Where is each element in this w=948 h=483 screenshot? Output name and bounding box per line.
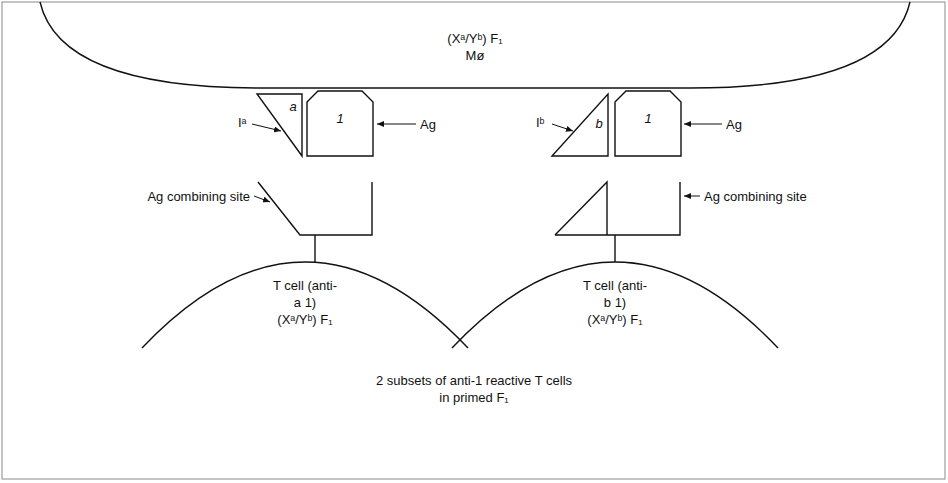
leader-arrow [684, 196, 700, 197]
tcr-combining-site [555, 182, 607, 235]
ia-molecule-outline [256, 93, 304, 158]
antigen-label: Ag [726, 116, 742, 133]
macrophage-cell: (Xᵃ/Yᵇ) F₁Mø [36, 0, 914, 92]
leader-arrow [684, 124, 722, 125]
allele-letter: a [285, 98, 301, 115]
leader-arrow [254, 196, 270, 202]
antigen-label: Ag [420, 116, 436, 133]
receptor-stalk [314, 235, 315, 262]
site-label: Ag combining site [704, 188, 807, 205]
node-text-group: 1 [306, 110, 374, 127]
tcr-combining-site [258, 182, 372, 235]
t-cell-specificity: T cell (anti-b 1) [582, 277, 648, 311]
node-text-group: T cell (anti-b 1)(Xᵃ/Yᵇ) F₁ [565, 277, 665, 328]
molecule-label: Iᵃ [238, 114, 246, 131]
antigen-fragment: 1 [614, 90, 682, 157]
antigen-number: 1 [614, 110, 682, 127]
antigen-fragment: 1 [306, 90, 374, 157]
node-text-group: 1 [614, 110, 682, 127]
t-cell: T cell (anti-a 1)(Xᵃ/Yᵇ) F₁ [140, 260, 470, 352]
site-label: Ag combining site [140, 188, 250, 205]
ib-molecule-shape [552, 94, 608, 156]
node-text-group: T cell (anti-a 1)(Xᵃ/Yᵇ) F₁ [255, 277, 355, 328]
t-cell-specificity: T cell (anti-a 1) [272, 277, 338, 311]
allele-letter: b [591, 115, 607, 132]
t-cell: T cell (anti-b 1)(Xᵃ/Yᵇ) F₁ [450, 260, 780, 352]
leader-arrow [377, 124, 416, 125]
node-text-group: a [285, 98, 301, 115]
tcr-combining-site [555, 182, 680, 235]
strain-label: (Xᵃ/Yᵇ) F₁ [36, 30, 914, 47]
t-cell-shape [452, 262, 778, 348]
cell-type-label: Mø [36, 47, 914, 64]
leader-arrow [252, 124, 281, 131]
receptor-stalk [614, 235, 615, 262]
figure-caption: 2 subsets of anti-1 reactive T cells in … [372, 372, 576, 406]
antigen-number: 1 [306, 110, 374, 127]
antigen-fragment-shape [615, 91, 681, 156]
strain-label: (Xᵃ/Yᵇ) F₁ [565, 311, 665, 328]
ia-molecule-shape [257, 94, 302, 156]
leader-arrow [552, 124, 573, 131]
node-text-group: b [591, 115, 607, 132]
ib-molecule: b [551, 93, 609, 158]
ia-molecule: a [256, 93, 304, 158]
t-cell-shape [142, 262, 468, 348]
node-text-group: (Xᵃ/Yᵇ) F₁Mø [36, 30, 914, 64]
molecule-label: Iᵇ [536, 114, 545, 131]
antigen-fragment-shape [307, 91, 373, 156]
strain-label: (Xᵃ/Yᵇ) F₁ [255, 311, 355, 328]
